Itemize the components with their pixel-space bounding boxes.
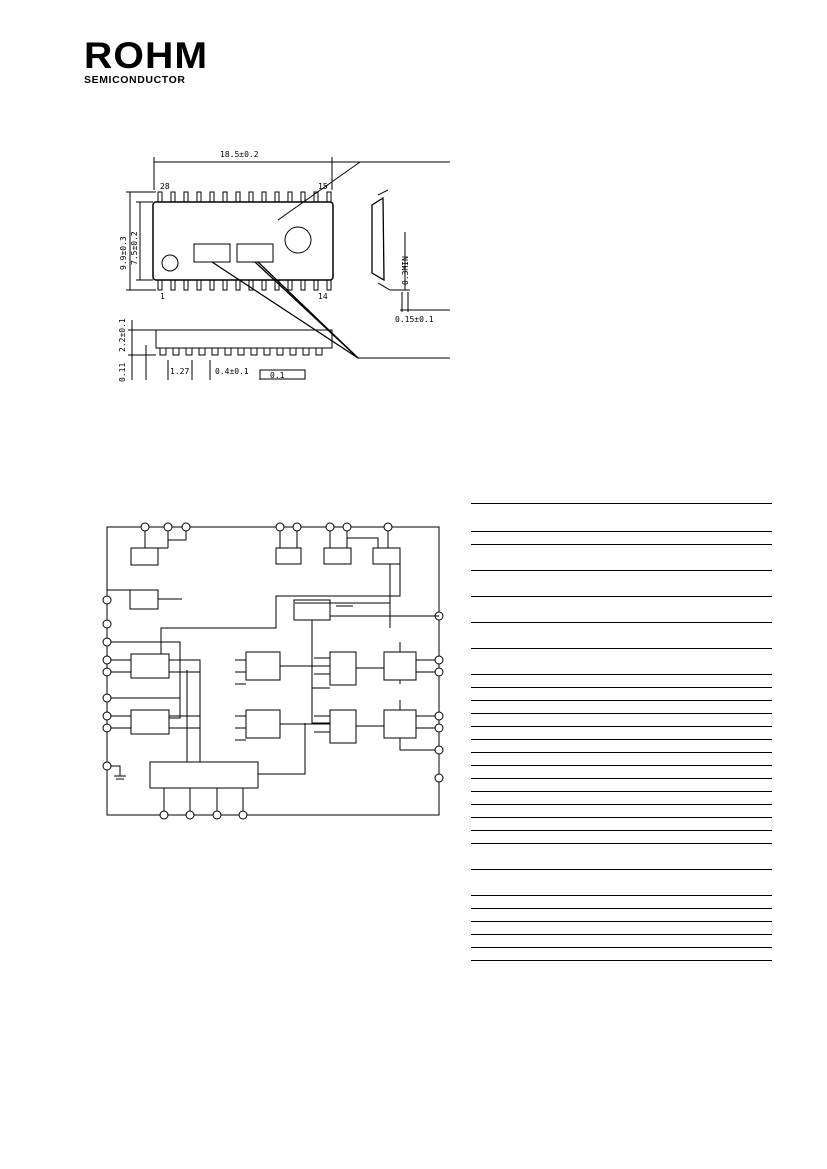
block-d [372, 547, 401, 565]
marking-box-1 [193, 243, 231, 263]
chip-outline [106, 526, 440, 816]
table-row [471, 869, 772, 896]
block-l [245, 709, 281, 739]
block-e [129, 589, 159, 610]
table-row [471, 934, 772, 948]
pin-15-label: 15 [318, 182, 328, 191]
table-row [471, 674, 772, 688]
logo-wordmark: ROHM [84, 35, 209, 76]
block-k [130, 709, 170, 735]
table-row [471, 843, 772, 870]
block-n [383, 709, 417, 739]
table-row [471, 531, 772, 545]
table-row [471, 908, 772, 922]
bottom-pin-circles [159, 810, 248, 820]
table-row [471, 622, 772, 649]
block-g [130, 653, 170, 679]
front-view-body [155, 329, 333, 349]
table-header-row [471, 503, 772, 532]
dim-min-clearance-label: 0.3MIN [401, 256, 410, 285]
pin1-marker-large [284, 226, 312, 254]
top-pin-circles [140, 522, 393, 532]
table-row [471, 713, 772, 727]
table-row [471, 830, 772, 844]
dim-pitch-label: 1.27 [170, 367, 189, 376]
rohm-logo: ROHM SEMICONDUCTOR [84, 37, 214, 86]
block-b [275, 547, 302, 565]
dim-height-label: 2.2±0.1 [118, 318, 127, 352]
table-row [471, 700, 772, 714]
dim-body-width-label: 7.5±0.2 [130, 231, 139, 265]
pin-description-table [471, 503, 772, 961]
block-h [245, 651, 281, 681]
pin-28-label: 28 [160, 182, 170, 191]
block-m [329, 709, 357, 744]
logo-tagline: SEMICONDUCTOR [84, 74, 186, 86]
table-row [471, 648, 772, 675]
dim-lead-thickness-label: 0.15±0.1 [395, 315, 434, 324]
block-c [323, 547, 352, 565]
dim-standoff-label: 0.11 [118, 363, 127, 382]
table-row [471, 570, 772, 597]
right-pin-circles [434, 611, 444, 783]
table-row [471, 687, 772, 701]
pin1-marker-small [161, 254, 179, 272]
dim-length-label: 18.5±0.2 [220, 150, 259, 159]
block-j [383, 651, 417, 681]
table-row [471, 895, 772, 909]
package-body [152, 201, 334, 281]
table-row [471, 804, 772, 818]
block-diagram [102, 522, 444, 820]
block-control [149, 761, 259, 789]
top-pins [157, 191, 332, 203]
table-row [471, 726, 772, 740]
package-outline-drawing: 18.5±0.2 28 15 1 14 9.9±0.3 7.5±0.2 2.2±… [118, 150, 450, 382]
table-row [471, 544, 772, 571]
table-row [471, 921, 772, 935]
table-row [471, 596, 772, 623]
marking-box-2 [236, 243, 274, 263]
dim-width-total-label: 9.9±0.3 [119, 236, 128, 270]
table-row [471, 791, 772, 805]
table-row [471, 739, 772, 753]
pin-1-label: 1 [160, 292, 165, 301]
pin-14-label: 14 [318, 292, 328, 301]
front-pins [159, 347, 323, 356]
table-row [471, 817, 772, 831]
dim-lead-width-label: 0.4±0.1 [215, 367, 249, 376]
block-i [329, 651, 357, 686]
side-view-body [371, 196, 385, 282]
dim-lead-tol-label: 0.1 [270, 371, 285, 380]
table-row [471, 765, 772, 779]
table-row [471, 778, 772, 792]
table-row [471, 947, 772, 961]
block-a [130, 547, 159, 566]
table-row [471, 752, 772, 766]
bottom-pins [157, 279, 332, 291]
